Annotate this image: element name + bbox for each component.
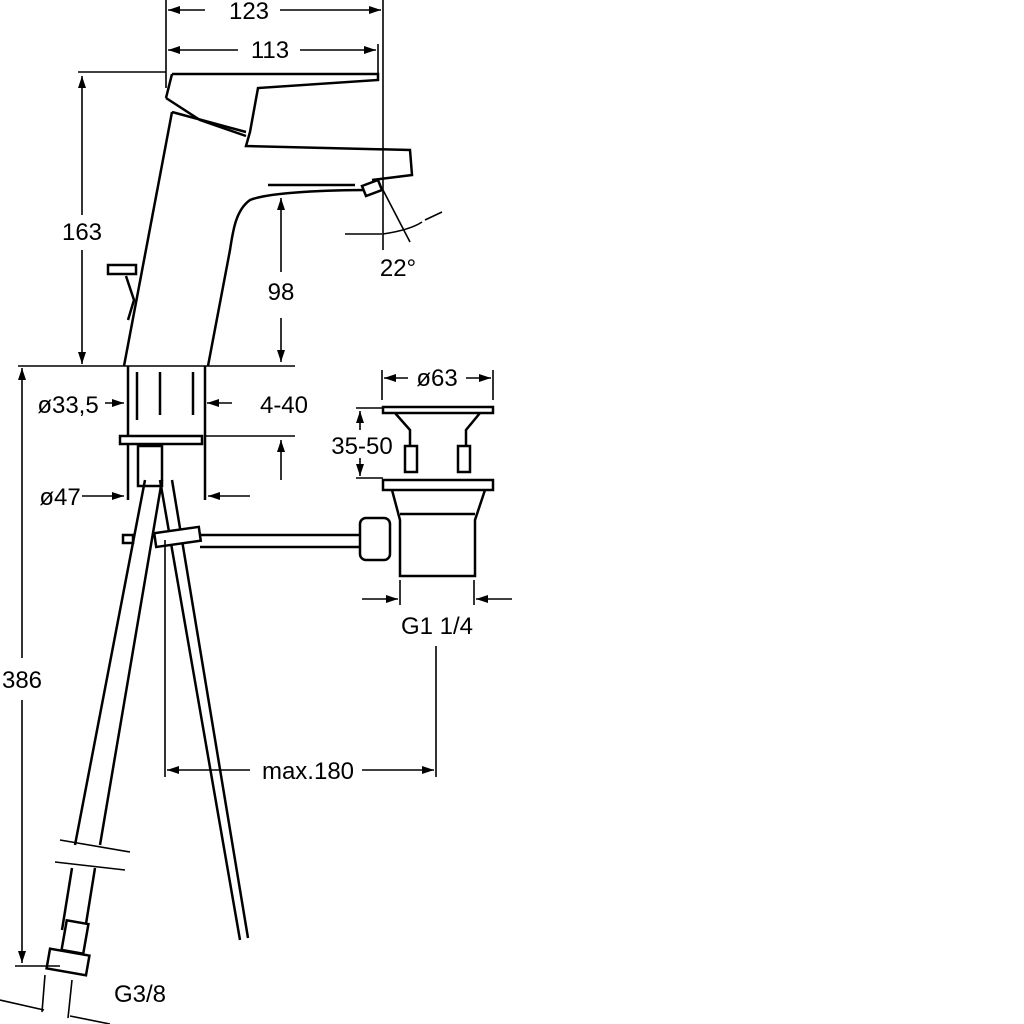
dim-flange-diameter: ø47 (39, 484, 80, 511)
dim-113: 113 (251, 37, 289, 64)
dim-hole-diameter: ø33,5 (37, 392, 98, 419)
dim-deck-thickness: 4-40 (260, 392, 308, 419)
dim-waste-diameter: ø63 (416, 365, 457, 392)
dim-waste-adjust: 35-50 (331, 433, 392, 460)
dim-163: 163 (62, 219, 102, 246)
mounting-parts (45, 366, 360, 977)
dim-hose-thread: G3/8 (114, 981, 166, 1008)
dimension-lines (0, 0, 512, 1024)
dim-386: 386 (2, 667, 42, 694)
faucet-body (106, 72, 414, 367)
dim-98: 98 (268, 279, 295, 306)
dim-angle: 22° (380, 255, 416, 282)
dimension-labels: 123 113 163 98 22° ø33,5 4-40 ø47 386 G3… (2, 0, 473, 1008)
dim-waste-thread: G1 1/4 (401, 613, 473, 640)
waste-valve (358, 405, 495, 578)
dim-123: 123 (229, 0, 269, 25)
dim-rod-length: max.180 (262, 758, 354, 785)
